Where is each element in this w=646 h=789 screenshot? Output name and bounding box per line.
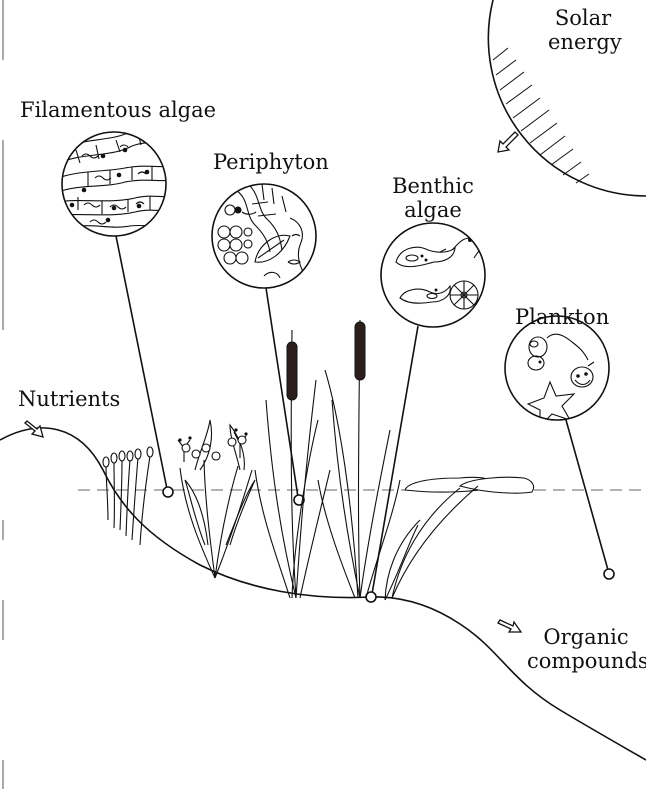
organic-compounds-label: Organic compounds (527, 625, 645, 673)
periphyton-circle (212, 184, 316, 288)
plankton-circle (505, 316, 609, 426)
benthic-algae-label: Benthic algae (390, 174, 476, 222)
benthic-label-line1: Benthic (390, 174, 476, 198)
organic-label-line1: Organic (527, 625, 645, 649)
periphyton-label: Periphyton (213, 150, 329, 174)
filamentous-algae-circle (58, 128, 170, 236)
plant-arrowhead (178, 420, 255, 578)
nutrients-label: Nutrients (18, 387, 120, 411)
ground-line (0, 428, 646, 760)
solar-label-line2: energy (548, 30, 618, 54)
cattail-heads (287, 322, 365, 400)
benthic-algae-circle (381, 223, 488, 327)
solar-label-line1: Solar (548, 6, 618, 30)
solar-arrow-icon (498, 132, 518, 152)
filamentous-algae-label: Filamentous algae (20, 98, 216, 122)
plant-filamentous-stems (103, 447, 153, 545)
organic-label-line2: compounds (527, 649, 645, 673)
pointer-lines (116, 236, 614, 602)
plankton-label: Plankton (515, 305, 609, 329)
plant-water-lily (385, 477, 534, 600)
solar-energy-label: Solar energy (548, 6, 618, 54)
organic-arrow-icon (498, 620, 521, 632)
benthic-label-line2: algae (390, 198, 476, 222)
